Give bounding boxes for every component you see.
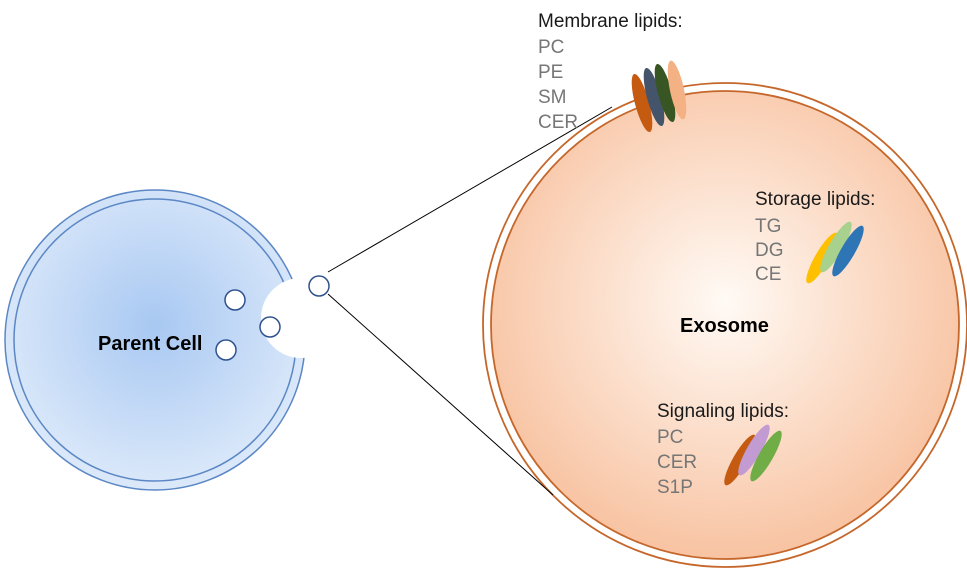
vesicle [224,289,246,311]
membrane-lipid-item: PC [538,37,564,58]
vesicle [215,339,237,361]
parent-cell [4,189,341,491]
storage-lipids-title: Storage lipids: [755,189,875,210]
membrane-lipid-icon [667,60,687,120]
storage-lipid-icon [832,225,864,277]
membrane-lipids-legend: Membrane lipids: PC PE SM CER [538,11,683,133]
signaling-lipids-legend: Signaling lipids: PC CER S1P [657,401,789,498]
membrane-lipids-title: Membrane lipids: [538,11,683,32]
zoom-line-top [327,106,613,273]
exosome-inner-membrane [490,90,960,560]
signaling-lipid-icon [738,424,770,476]
membrane-lipid-group [631,60,687,133]
membrane-lipid-item: SM [538,87,567,108]
signaling-lipid-item: CER [657,452,697,473]
storage-lipid-item: CE [755,264,781,285]
membrane-lipid-icon [631,73,653,133]
storage-lipids-legend: Storage lipids: TG DG CE [755,189,875,285]
released-exosome [308,275,330,297]
budding-notch [261,278,341,358]
vesicle [259,316,281,338]
exosome-label: Exosome [680,315,769,337]
exosome [482,82,967,568]
membrane-lipid-icon [643,67,665,127]
membrane-lipid-item: CER [538,112,578,133]
signaling-lipid-group [724,424,782,486]
signaling-lipid-icon [750,430,782,482]
storage-lipid-item: DG [755,240,784,261]
membrane-lipid-item: PE [538,62,563,83]
storage-lipid-group [806,221,864,284]
signaling-lipids-title: Signaling lipids: [657,401,789,422]
storage-lipid-icon [820,221,852,273]
signaling-lipid-item: PC [657,427,683,448]
parent-cell-label: Parent Cell [98,333,202,355]
zoom-line-bottom [327,293,554,496]
membrane-lipid-icon [654,63,676,123]
storage-lipid-item: TG [755,216,781,237]
signaling-lipid-item: S1P [657,477,693,498]
